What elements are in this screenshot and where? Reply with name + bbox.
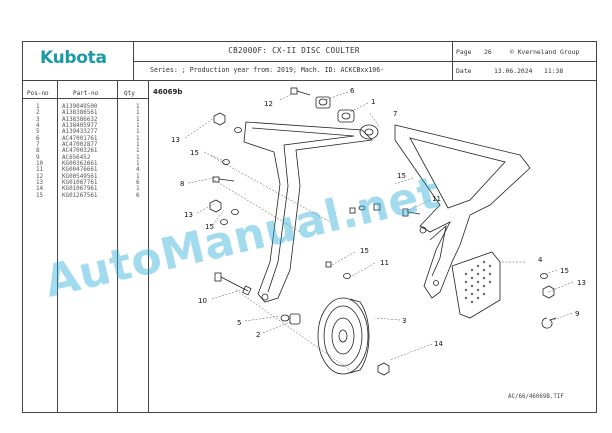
svg-text:1: 1 [371,98,375,106]
sheet-frame [22,41,597,413]
table-row-part: A138386632 [62,116,98,123]
page-title: CB2000F: CX-II DISC COULTER [228,46,360,55]
table-row-pos: 1 [36,104,40,110]
title-divider [133,61,597,62]
table-row-part: KG00476661 [62,167,98,174]
table-row-part: KG01067961 [62,186,98,193]
table-row-pos: 7 [36,142,40,149]
copyright: © Kverneland Group [510,48,580,56]
table-row-qty: 1 [136,161,140,168]
svg-text:13: 13 [184,211,193,219]
table-row-qty: 1 [136,116,140,123]
svg-text:6: 6 [350,87,355,95]
table-row-part: KG01067761 [62,180,98,187]
table-row-qty: 1 [136,142,140,149]
logo-divider [133,41,134,81]
table-row-pos: 9 [36,154,40,161]
page-number: 26 [484,48,492,56]
table-row-pos: 11 [36,167,44,174]
table-row-qty: 1 [136,104,140,110]
table-row-part: KG01267561 [62,192,98,199]
table-row-qty: 1 [136,129,140,136]
date-value: 13.06.2024 [494,67,533,75]
table-row-pos: 3 [36,116,40,123]
table-row-part: KG00362661 [62,161,98,168]
svg-text:14: 14 [434,340,443,348]
table-row-pos: 15 [36,192,44,199]
table-row-qty: 1 [136,154,140,161]
col-header-part: Part-no [73,90,99,97]
svg-text:15: 15 [397,172,406,180]
drawing-reference: 46069b [153,88,183,96]
table-row-part: AC47001761 [62,135,98,142]
drawing-file-reference: AC/66/46069B.TIF [508,394,564,400]
table-row-part: AC47002877 [62,142,98,149]
table-row-pos: 8 [36,148,40,155]
table-row-part: AC656452 [62,154,91,161]
col-divider-2 [117,81,118,413]
page-label: Page [456,48,472,56]
col-header-pos: Pos-no [27,90,49,97]
svg-text:9: 9 [575,310,579,318]
svg-text:15: 15 [205,223,214,231]
time-value: 11:38 [544,67,564,75]
table-row-qty: 1 [136,173,140,180]
table-row-pos: 14 [36,186,44,193]
table-row-qty: 1 [136,123,140,130]
svg-text:13: 13 [171,136,180,144]
table-row-qty: 1 [136,148,140,155]
table-row-qty: 1 [136,186,140,193]
date-label: Date [456,67,472,75]
table-row-part: A138405977 [62,123,98,130]
svg-text:10: 10 [198,297,207,305]
table-row-qty: 6 [136,180,140,187]
page-divider [452,41,453,81]
svg-text:4: 4 [538,256,543,264]
svg-text:15: 15 [360,247,369,255]
svg-text:5: 5 [237,319,241,327]
col-header-qty: Qty [124,90,135,97]
svg-text:11: 11 [380,259,389,267]
svg-text:7: 7 [393,110,397,118]
table-row-part: AC47003261 [62,148,98,155]
table-header-line [22,98,148,99]
table-row-pos: 6 [36,135,40,142]
header-divider [22,80,597,81]
svg-text:11: 11 [432,195,441,203]
svg-text:13: 13 [577,279,586,287]
kubota-logo: Kubota [40,48,107,68]
table-row-qty: 6 [136,192,140,199]
table-row-qty: 1 [136,135,140,142]
table-row-pos: 13 [36,180,44,187]
table-row-part: A138386561 [62,110,98,117]
table-row-qty: 4 [136,167,140,174]
svg-text:12: 12 [264,100,273,108]
table-row-pos: 2 [36,110,40,117]
series-line: Series: ; Production year from: 2019; Ma… [150,66,385,74]
table-row-pos: 12 [36,173,44,180]
table-row-part: KG00549561 [62,173,98,180]
table-divider [148,81,149,413]
col-divider-1 [57,81,58,413]
table-row-part: A139433277 [62,129,98,136]
svg-text:15: 15 [190,149,199,157]
table-row-pos: 5 [36,129,40,136]
svg-text:8: 8 [180,180,184,188]
table-row-pos: 10 [36,161,44,168]
table-row-pos: 4 [36,123,40,130]
table-row-part: A139049500 [62,104,98,110]
svg-text:15: 15 [560,267,569,275]
svg-text:2: 2 [256,331,260,339]
table-row-qty: 1 [136,110,140,117]
svg-text:3: 3 [402,317,406,325]
